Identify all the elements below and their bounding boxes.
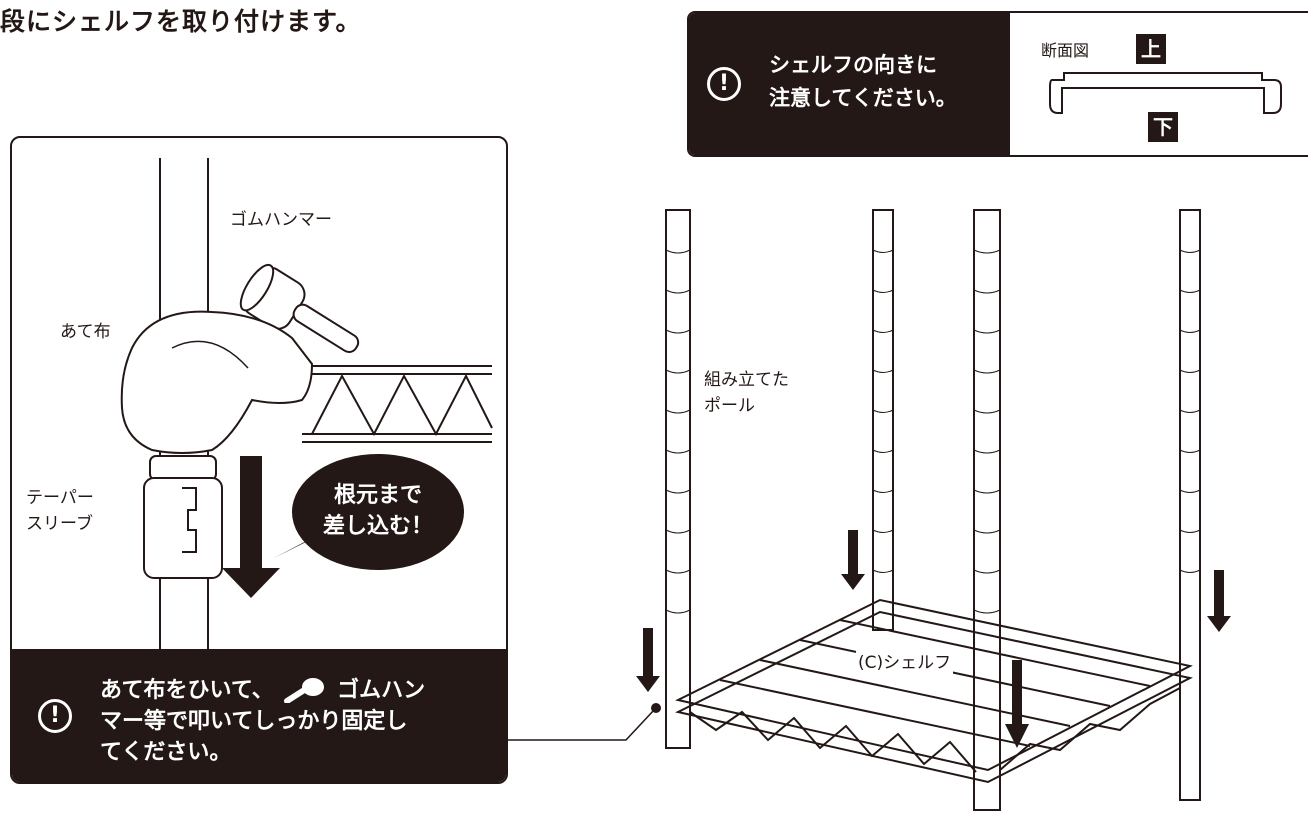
notice-line-1: シェルフの向きに [769,53,937,77]
tip-text: あて布をひいて、 ゴムハン マー等で叩いてしっかり固定し てください。 [100,675,425,768]
exclamation-circle-icon: ! [707,67,741,101]
notice-dark-panel: ! シェルフの向きに 注意してください。 [689,13,1010,155]
notice-text: シェルフの向きに 注意してください。 [769,49,957,115]
tip-line-2: マー等で叩いてしっかり固定し [100,709,408,734]
sleeve-label-1: テーパー [26,488,94,508]
exclamation-circle-icon: ! [38,699,72,733]
hammer-illustration [120,158,493,650]
shelf-label: (C)シェルフ [856,651,954,676]
speech-bubble: 根元まで 差し込む！ [294,480,462,550]
tip-panel: ! あて布をひいて、 ゴムハン マー等で叩いてしっかり固定し てください。 [12,649,506,782]
pole-label-2: ポール [704,396,755,416]
tip-line-3: てください。 [100,740,232,765]
page-heading: 段にシェルフを取り付けます。 [0,7,362,36]
sleeve-label-2: スリーブ [26,514,93,534]
top-label: 上 [1136,34,1166,64]
cross-section-label: 断面図 [1041,41,1090,60]
cloth-label: あて布 [60,322,111,342]
bottom-label: 下 [1148,112,1178,142]
bubble-line-2: 差し込む！ [322,514,433,539]
notice-line-2: 注意してください。 [769,86,957,110]
speech-bubble-text: 根元まで 差し込む！ [294,480,462,542]
orientation-notice: ! シェルフの向きに 注意してください。 [687,11,1308,157]
tip-line-1: あて布をひいて、 ゴムハン [100,678,426,703]
bubble-line-1: 根元まで [333,483,422,508]
pole-label-1: 組み立てた [704,370,789,390]
hammer-label: ゴムハンマー [230,210,332,230]
detail-panel: ゴムハンマー あて布 テーパー スリーブ 根元まで 差し込む！ ! あて布をひい… [10,136,508,784]
